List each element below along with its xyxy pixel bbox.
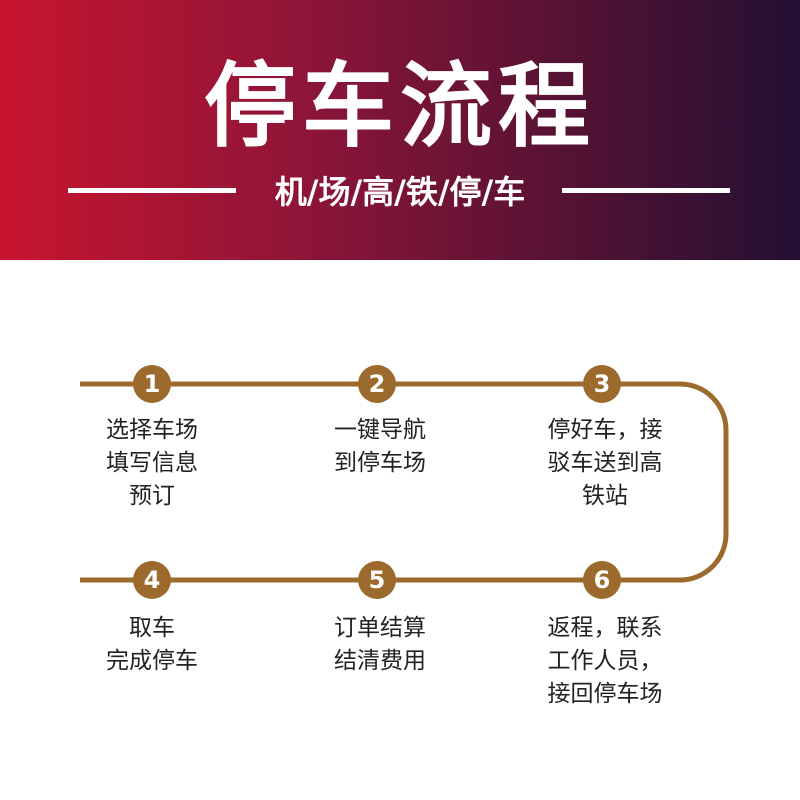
step-6-text: 返程，联系 工作人员， 接回停车场 <box>505 612 705 711</box>
subtitle-divider-left <box>68 188 236 193</box>
step-3-number: 3 <box>583 365 621 403</box>
step-1-number: 1 <box>133 365 171 403</box>
step-6-line-3: 接回停车场 <box>547 681 663 707</box>
step-6-line-1: 返程，联系 <box>547 615 663 641</box>
step-3-line-2: 驳车送到高 <box>547 450 663 476</box>
header-banner: 停车流程 机/场/高/铁/停/车 <box>0 0 800 260</box>
step-5-number: 5 <box>358 561 396 599</box>
step-4-text: 取车 完成停车 <box>52 612 252 678</box>
page-title: 停车流程 <box>203 53 596 160</box>
step-3-line-1: 停好车，接 <box>547 417 663 443</box>
step-1-line-1: 选择车场 <box>106 417 198 443</box>
step-5-text: 订单结算 结清费用 <box>280 612 480 678</box>
flow-path <box>80 381 729 583</box>
step-5-line-1: 订单结算 <box>334 615 426 641</box>
step-4-number: 4 <box>133 561 171 599</box>
step-2-text: 一键导航 到停车场 <box>280 414 480 480</box>
step-6-number: 6 <box>583 561 621 599</box>
step-4-line-1: 取车 <box>129 615 175 641</box>
page-subtitle: 机/场/高/铁/停/车 <box>274 173 526 211</box>
step-6-line-2: 工作人员， <box>547 648 663 674</box>
step-2-number: 2 <box>358 365 396 403</box>
step-3-text: 停好车，接 驳车送到高 铁站 <box>505 414 705 513</box>
step-2-line-2: 到停车场 <box>334 450 426 476</box>
step-4-line-2: 完成停车 <box>106 648 198 674</box>
step-1-line-2: 填写信息 <box>106 450 198 476</box>
step-2-line-1: 一键导航 <box>334 417 426 443</box>
step-5-line-2: 结清费用 <box>334 648 426 674</box>
subtitle-divider-right <box>562 188 730 193</box>
step-1-text: 选择车场 填写信息 预订 <box>52 414 252 513</box>
step-1-line-3: 预订 <box>129 483 175 509</box>
step-3-line-3: 铁站 <box>582 483 628 509</box>
